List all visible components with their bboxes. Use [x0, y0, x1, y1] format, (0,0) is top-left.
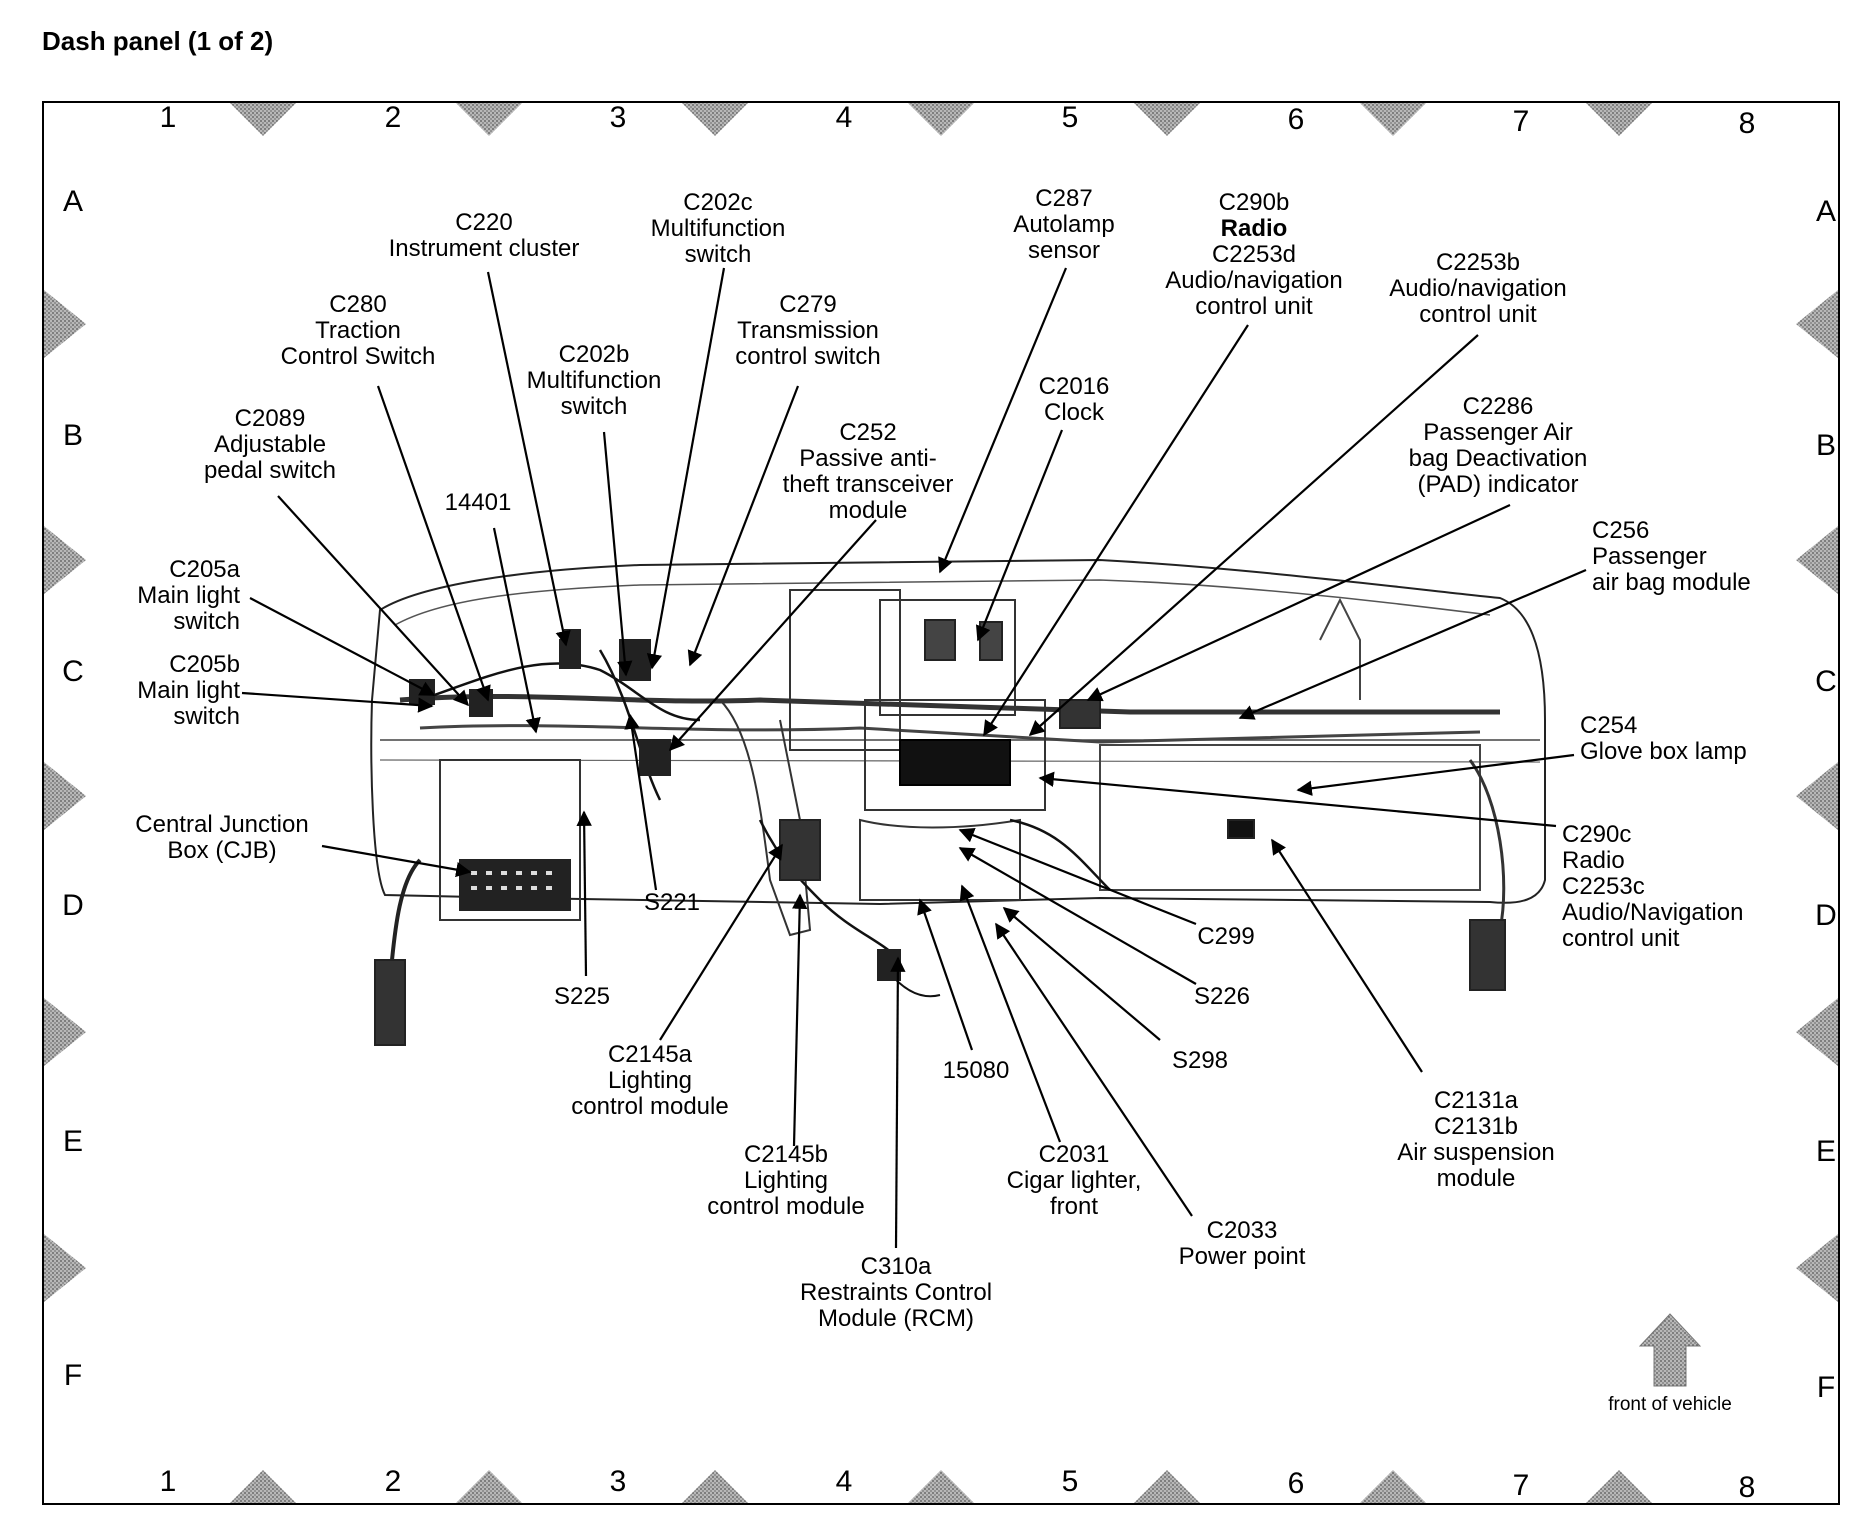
grid-col-label: 1 — [159, 101, 177, 134]
callout-s226: S226 — [1193, 983, 1251, 1010]
grid-col-label: 8 — [1738, 1471, 1756, 1504]
grid-row-label: E — [1815, 1135, 1837, 1168]
grid-col-label: 7 — [1512, 1469, 1530, 1502]
grid-markers — [44, 103, 1838, 1503]
callout-s298: S298 — [1171, 1047, 1229, 1074]
grid-col-label: 4 — [835, 1465, 853, 1498]
callout-14401: 14401 — [444, 489, 512, 516]
grid-col-label: 1 — [159, 1465, 177, 1498]
grid-row-label: F — [1816, 1371, 1836, 1404]
grid-col-label: 5 — [1061, 1465, 1079, 1498]
front-of-vehicle-label: front of vehicle — [1608, 1394, 1732, 1415]
grid-row-label: A — [62, 185, 84, 218]
grid-row-label: E — [62, 1125, 84, 1158]
leader-lines — [241, 267, 1587, 1249]
grid-col-label: 3 — [609, 101, 627, 134]
grid-row-label: B — [1815, 429, 1837, 462]
callout-s221: S221 — [643, 889, 701, 916]
grid-col-label: 8 — [1738, 107, 1756, 140]
diagram-title: Dash panel (1 of 2) — [42, 26, 274, 56]
front-arrow-icon — [1638, 1313, 1702, 1387]
grid-row-label: C — [1815, 665, 1837, 698]
grid-col-label: 2 — [384, 1465, 402, 1498]
grid-col-label: 2 — [384, 101, 402, 134]
callout-15080: 15080 — [942, 1057, 1010, 1084]
grid-col-label: 6 — [1287, 1467, 1305, 1500]
grid-row-label: C — [62, 655, 84, 688]
dash-panel-body — [370, 558, 1546, 1046]
grid-col-label: 3 — [609, 1465, 627, 1498]
grid-row-label: B — [62, 419, 84, 452]
callout-s225: S225 — [553, 983, 611, 1010]
grid-col-label: 7 — [1512, 105, 1530, 138]
callout-c299: C299 — [1197, 923, 1255, 950]
grid-col-label: 5 — [1061, 101, 1079, 134]
grid-row-label: F — [63, 1359, 83, 1392]
grid-col-label: 6 — [1287, 103, 1305, 136]
grid-row-label: D — [62, 889, 84, 922]
diagram-frame — [42, 101, 1840, 1505]
grid-row-label: D — [1815, 899, 1837, 932]
grid-row-label: A — [1815, 195, 1837, 228]
grid-col-label: 4 — [835, 101, 853, 134]
